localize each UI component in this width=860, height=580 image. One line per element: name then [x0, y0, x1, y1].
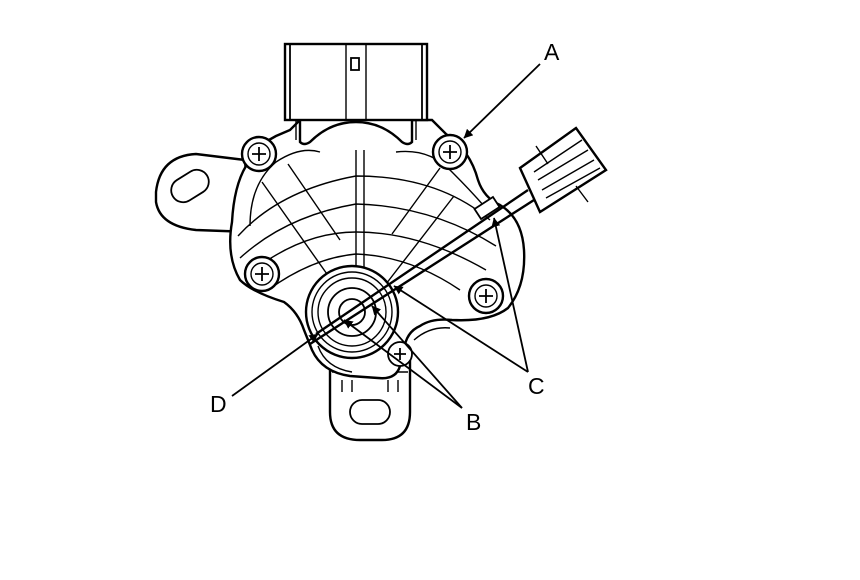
mounting-screw-upper-left: [240, 135, 278, 173]
ground-screw-bottom: [387, 341, 413, 367]
lower-mounting-tab: [328, 358, 412, 442]
leader-b-1: [343, 319, 463, 409]
left-mounting-ear: [154, 152, 252, 234]
connector-housing: [283, 42, 429, 140]
leader-d: [231, 333, 319, 397]
callout-label-d: D: [210, 391, 227, 417]
leader-c-1: [491, 217, 529, 373]
switch-shaft: [304, 264, 400, 360]
leader-b-2: [371, 305, 463, 409]
callout-label-c: C: [528, 373, 545, 399]
callout-label-a: A: [544, 39, 560, 65]
mounting-screw-lower-left: [243, 255, 281, 293]
mounting-screw-lower-right: [467, 277, 505, 315]
mounting-screw-upper-right: [431, 133, 469, 171]
left-mount-slot: [170, 168, 210, 204]
switch-body: [229, 117, 526, 380]
callout-label-b: B: [466, 409, 481, 435]
leader-c-2: [393, 285, 529, 373]
detent-block: [473, 195, 501, 221]
connector-latch: [350, 57, 360, 71]
lower-mount-slot: [349, 399, 391, 425]
callout-leaders: [231, 63, 541, 409]
leader-a: [463, 63, 541, 139]
